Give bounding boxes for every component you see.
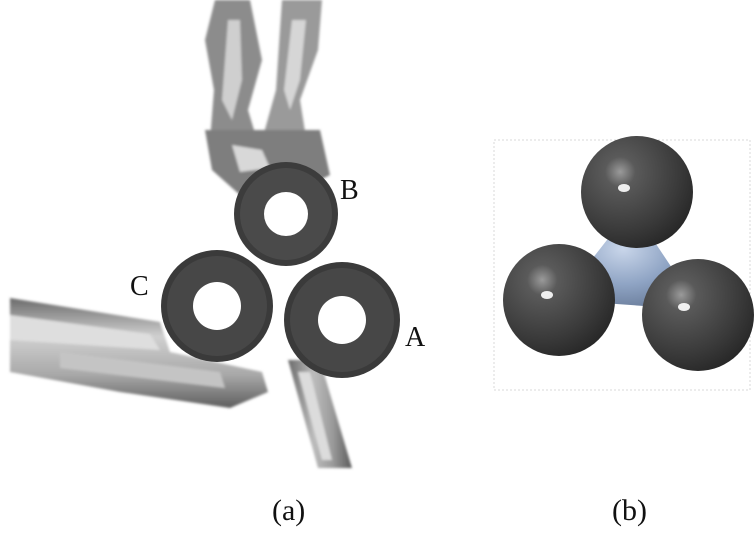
left-tube bbox=[10, 298, 268, 408]
ring-a bbox=[284, 262, 400, 378]
label-point-a: A bbox=[405, 322, 426, 353]
sphere-bottom-left bbox=[503, 244, 615, 356]
sphere-top bbox=[581, 136, 693, 248]
panel-b-render bbox=[493, 136, 754, 391]
label-point-b: B bbox=[340, 175, 359, 206]
label-point-c: C bbox=[130, 271, 149, 302]
bottom-tube bbox=[288, 360, 352, 468]
panel-caption-a: (a) bbox=[272, 494, 306, 527]
panel-caption-b: (b) bbox=[612, 494, 647, 527]
ring-b bbox=[234, 162, 338, 266]
sphere-bottom-right bbox=[642, 259, 754, 371]
top-fibers bbox=[205, 0, 330, 195]
ring-c bbox=[161, 250, 273, 362]
panel-a-photo bbox=[10, 0, 400, 468]
